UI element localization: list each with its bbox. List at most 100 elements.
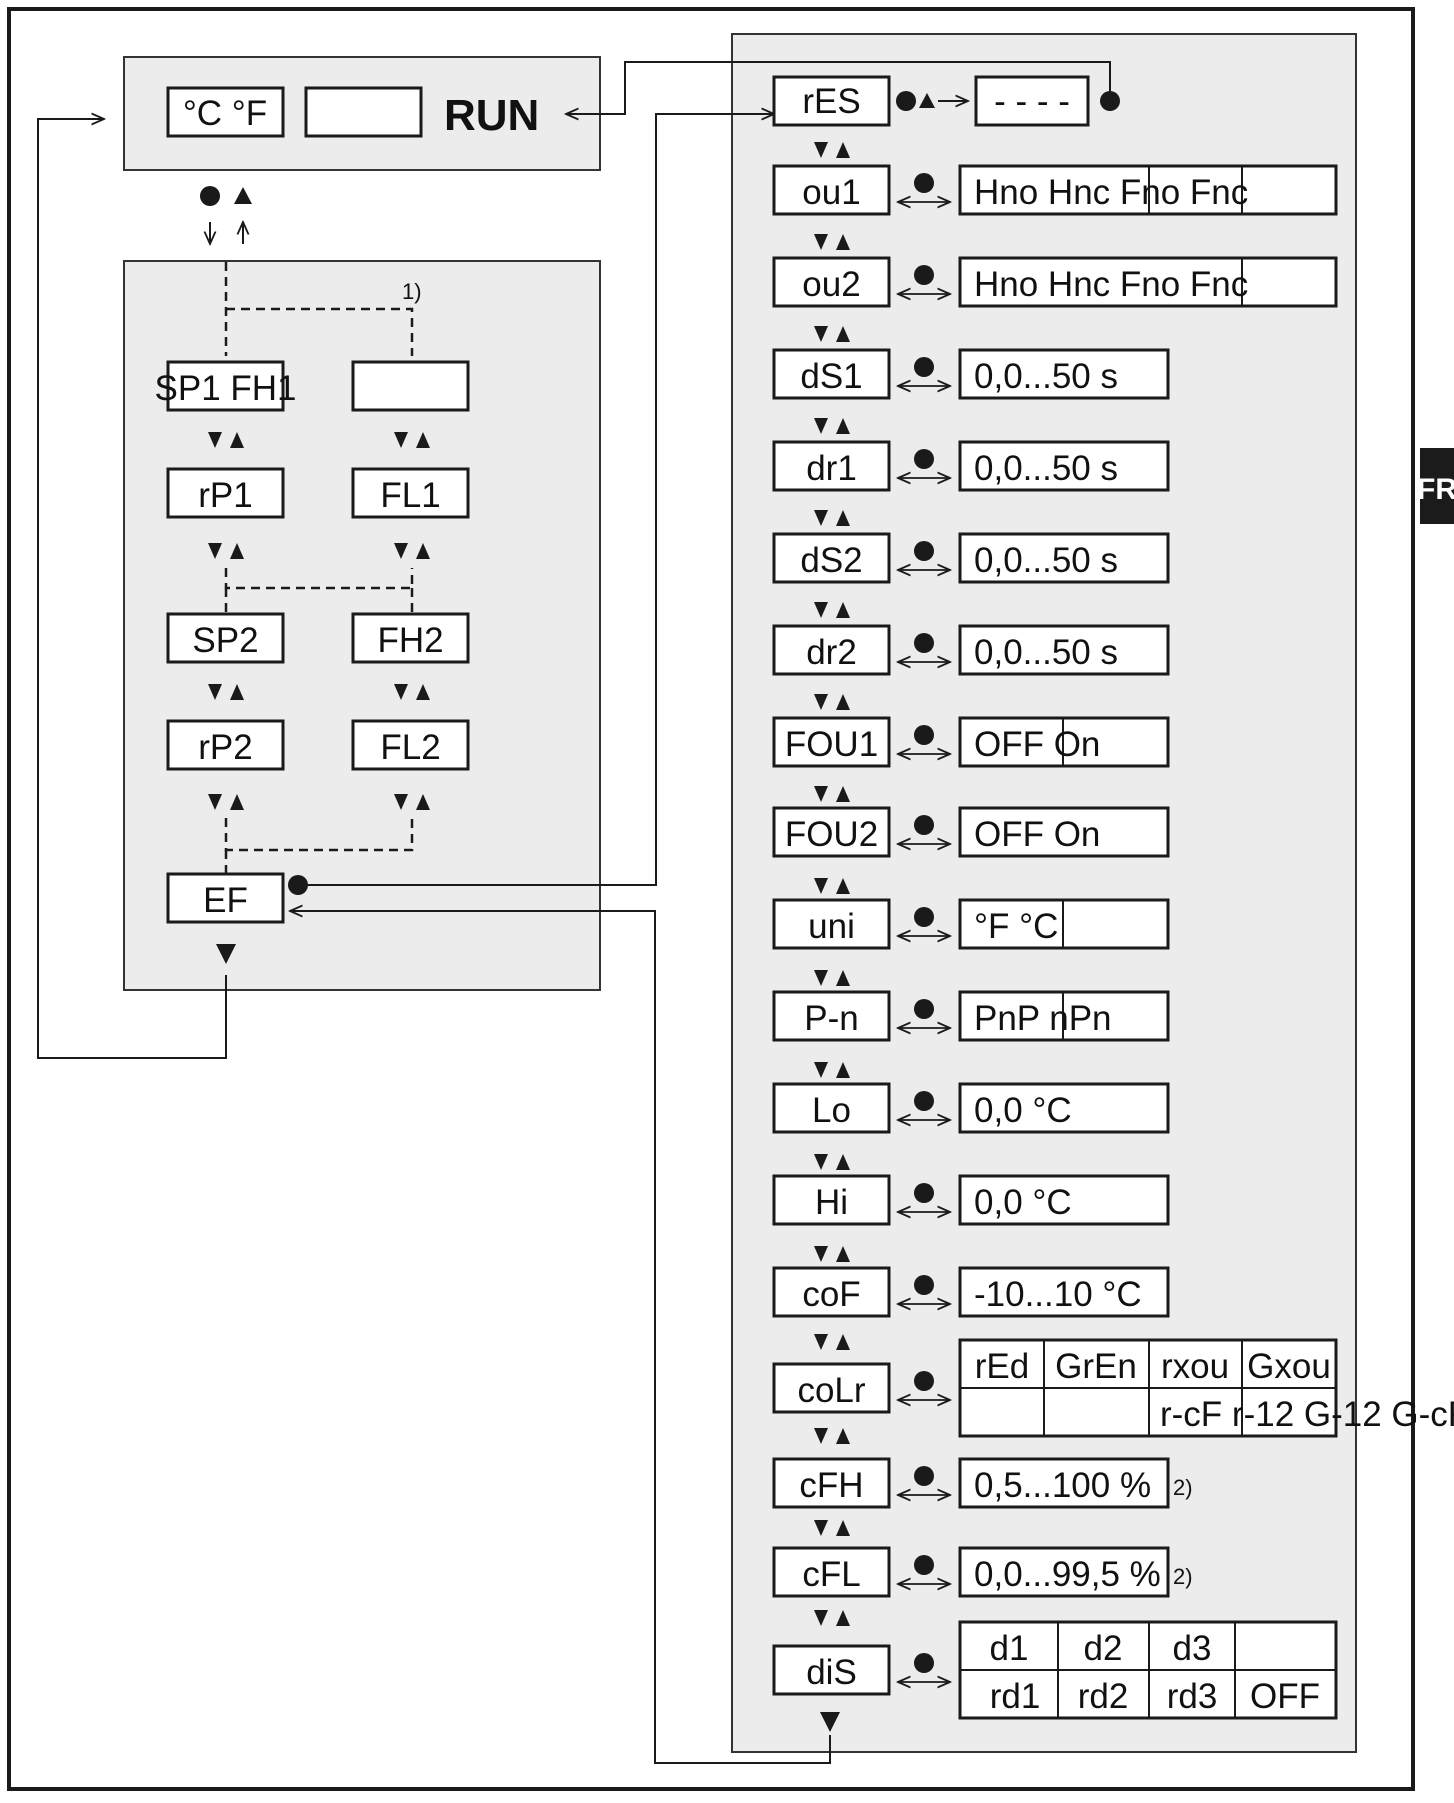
dis-option-1: d1 <box>990 1629 1029 1668</box>
menu-colr-label: coLr <box>797 1371 865 1410</box>
menu-dr1[interactable] <box>772 440 891 492</box>
ds1-value-text: 0,0...50 s <box>974 357 1118 396</box>
colr-set-button-icon <box>914 1371 934 1391</box>
dr1-value[interactable] <box>958 440 1170 492</box>
right-nav-3-up-arrow-icon <box>836 418 850 434</box>
ds2-set-button-icon <box>914 541 934 561</box>
right-nav-14-up-arrow-icon <box>836 1428 850 1444</box>
down-arrow-icon <box>216 944 236 964</box>
dr2-set-button-icon <box>914 633 934 653</box>
menu-fou1[interactable] <box>772 716 891 768</box>
menu-hi[interactable] <box>772 1174 891 1226</box>
ou2-value[interactable] <box>958 256 1338 308</box>
right-nav-15-down-arrow-icon <box>814 1520 828 1536</box>
menu-cfh[interactable] <box>772 1457 891 1509</box>
menu-ou2[interactable] <box>772 256 891 308</box>
ds2-value[interactable] <box>958 532 1170 584</box>
right-nav-4-down-arrow-icon <box>814 510 828 526</box>
menu-ds2[interactable] <box>772 532 891 584</box>
menu-dr2[interactable] <box>772 624 891 676</box>
dr1-set-button-icon <box>914 449 934 469</box>
fou2-value[interactable] <box>958 806 1170 858</box>
menu-rp1[interactable] <box>166 467 285 519</box>
left-nav-3-up-arrow-icon <box>416 543 430 559</box>
left-nav-7-up-arrow-icon <box>416 794 430 810</box>
cfh-footnote: 2) <box>1173 1475 1193 1500</box>
cfh-value[interactable] <box>958 1457 1170 1509</box>
menu-fou2[interactable] <box>772 806 891 858</box>
dis-option-7: OFF <box>1250 1677 1320 1716</box>
menu-fh2[interactable] <box>351 612 470 664</box>
menu-ef[interactable] <box>166 872 285 924</box>
dr1-value-text: 0,0...50 s <box>974 449 1118 488</box>
menu-dis[interactable] <box>772 1644 891 1696</box>
left-nav-4-down-arrow-icon <box>208 684 222 700</box>
hi-value[interactable] <box>958 1174 1170 1226</box>
menu-dr2-label: dr2 <box>806 633 857 672</box>
ou1-set-button-icon <box>914 173 934 193</box>
ds1-set-button-icon <box>914 357 934 377</box>
cfl-set-button-icon <box>914 1555 934 1575</box>
menu-ef-label: EF <box>203 881 248 920</box>
menu-fou2-label: FOU2 <box>785 815 878 854</box>
menu-ds2-label: dS2 <box>800 541 862 580</box>
menu-colr[interactable] <box>772 1362 891 1414</box>
menu-res[interactable] <box>772 75 891 127</box>
menu-cof[interactable] <box>772 1266 891 1318</box>
dr2-value-text: 0,0...50 s <box>974 633 1118 672</box>
menu-pn[interactable] <box>772 990 891 1042</box>
menu-rp2[interactable] <box>166 719 285 771</box>
left-nav-6-up-arrow-icon <box>230 794 244 810</box>
right-nav-7-up-arrow-icon <box>836 786 850 802</box>
menu-cfl[interactable] <box>772 1546 891 1598</box>
right-nav-13-down-arrow-icon <box>814 1334 828 1350</box>
res-up-arrow-icon <box>919 93 935 108</box>
dis-option-6: rd3 <box>1167 1677 1218 1716</box>
up-arrow-icon <box>234 187 252 204</box>
right-nav-12-down-arrow-icon <box>814 1246 828 1262</box>
cfl-value[interactable] <box>958 1546 1170 1598</box>
right-nav-15-up-arrow-icon <box>836 1520 850 1536</box>
right-nav-5-up-arrow-icon <box>836 602 850 618</box>
menu-sp1-empty[interactable] <box>351 360 470 412</box>
right-nav-6-up-arrow-icon <box>836 694 850 710</box>
menu-fl2[interactable] <box>351 719 470 771</box>
ds1-value[interactable] <box>958 348 1170 400</box>
right-nav-3-down-arrow-icon <box>814 418 828 434</box>
right-nav-5-down-arrow-icon <box>814 602 828 618</box>
menu-ds1[interactable] <box>772 348 891 400</box>
right-nav-12-up-arrow-icon <box>836 1246 850 1262</box>
cfl-footnote: 2) <box>1173 1564 1193 1589</box>
left-nav-7-down-arrow-icon <box>394 794 408 810</box>
cfh-value-text: 0,5...100 % <box>974 1466 1151 1505</box>
menu-dis-label: diS <box>806 1653 857 1692</box>
menu-sp2[interactable] <box>166 612 285 664</box>
cfh-set-button-icon <box>914 1466 934 1486</box>
footnote-1: 1) <box>402 279 422 304</box>
dis-option-2: d2 <box>1084 1629 1123 1668</box>
ou1-value-text: Hno Hnc Fno Fnc <box>974 173 1248 212</box>
res-value-display[interactable] <box>974 75 1090 127</box>
menu-ou1[interactable] <box>772 164 891 216</box>
menu-pn-label: P-n <box>804 999 858 1038</box>
language-tab-label: FR <box>1417 473 1454 506</box>
menu-uni[interactable] <box>772 898 891 950</box>
menu-fl1[interactable] <box>351 467 470 519</box>
menu-lo[interactable] <box>772 1082 891 1134</box>
right-nav-10-down-arrow-icon <box>814 1062 828 1078</box>
left-nav-1-up-arrow-icon <box>416 432 430 448</box>
cof-value[interactable] <box>958 1266 1170 1318</box>
right-nav-8-down-arrow-icon <box>814 878 828 894</box>
dr2-value[interactable] <box>958 624 1170 676</box>
language-tab[interactable] <box>1420 448 1454 524</box>
right-nav-2-down-arrow-icon <box>814 326 828 342</box>
lo-value[interactable] <box>958 1082 1170 1134</box>
right-nav-16-down-arrow-icon <box>814 1610 828 1626</box>
fou1-set-button-icon <box>914 725 934 745</box>
ds2-value-text: 0,0...50 s <box>974 541 1118 580</box>
res-set-button-icon <box>896 91 916 111</box>
right-nav-10-up-arrow-icon <box>836 1062 850 1078</box>
menu-sp1-fh1[interactable] <box>166 360 285 412</box>
menu-ou1-label: ou1 <box>802 173 860 212</box>
